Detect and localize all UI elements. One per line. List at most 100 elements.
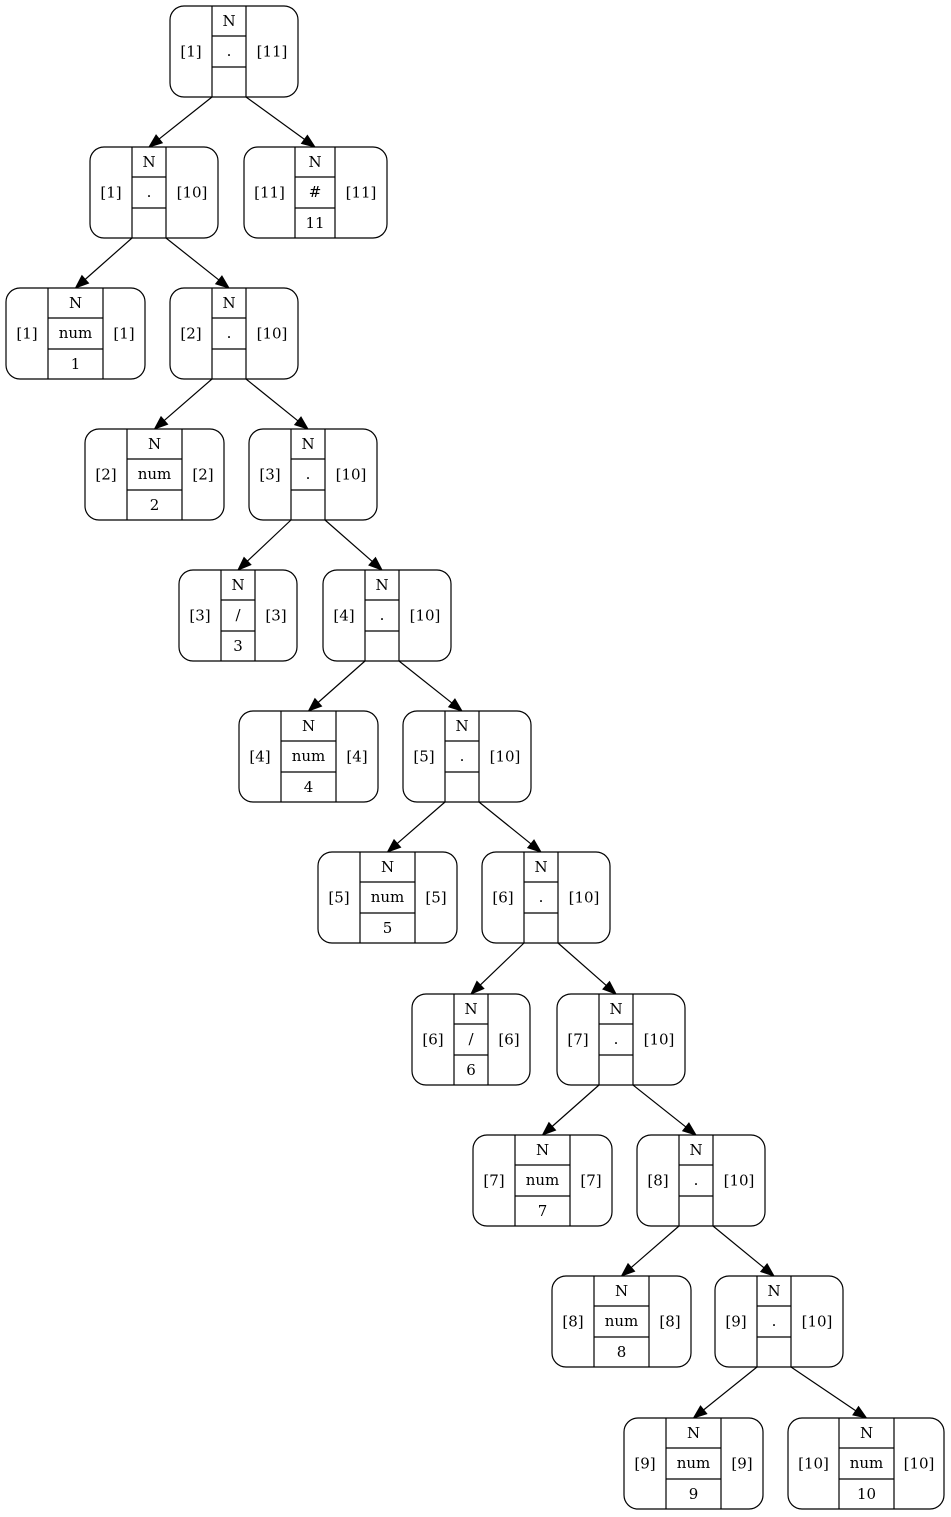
tree-edge	[557, 942, 618, 995]
node-middle-label: num	[605, 1312, 639, 1330]
node-bottom-label: 2	[150, 496, 160, 514]
node-left-label: [7]	[483, 1172, 504, 1190]
arrowhead-icon	[153, 415, 169, 430]
node-right-label: [10]	[569, 889, 600, 907]
arrowhead-icon	[307, 697, 323, 712]
node-right-label: [3]	[265, 607, 286, 625]
node-box	[5, 287, 146, 380]
node-box	[787, 1417, 945, 1510]
node-left-label: [1]	[100, 184, 121, 202]
arrowhead-icon	[541, 1121, 557, 1136]
tree-node: [5][10]N.	[402, 710, 532, 803]
tree-edge	[478, 801, 543, 853]
tree-edge	[620, 1225, 680, 1277]
node-right-label: [10]	[336, 466, 367, 484]
tree-node: [6][6]N/6	[411, 993, 531, 1086]
node-left-label: [2]	[95, 466, 116, 484]
node-middle-label: .	[380, 606, 385, 624]
node-left-label: [3]	[189, 607, 210, 625]
node-top-label: N	[69, 294, 82, 312]
node-box	[169, 287, 299, 380]
node-box	[481, 851, 611, 944]
node-middle-label: num	[526, 1171, 560, 1189]
arrowhead-icon	[602, 980, 618, 995]
node-middle-label: num	[59, 324, 93, 342]
edge-line	[158, 96, 213, 140]
node-box	[623, 1417, 764, 1510]
node-top-label: N	[464, 1000, 477, 1018]
node-bottom-label: 9	[689, 1485, 699, 1503]
node-right-label: [5]	[425, 889, 446, 907]
node-top-label: N	[381, 858, 394, 876]
node-right-label: [10]	[177, 184, 208, 202]
tree-node: [4][10]N.	[322, 569, 452, 662]
tree-node: [6][10]N.	[481, 851, 611, 944]
arrowhead-icon	[620, 1262, 636, 1277]
node-middle-label: .	[460, 747, 465, 765]
node-box	[243, 146, 388, 239]
node-right-label: [11]	[346, 184, 377, 202]
nodes-layer: [1][11]N.[1][10]N.[11][11]N#11[1][1]Nnum…	[5, 5, 945, 1510]
tree-node: [1][10]N.	[89, 146, 219, 239]
tree-edge	[632, 1084, 698, 1136]
node-middle-label: num	[371, 888, 405, 906]
node-top-label: N	[689, 1141, 702, 1159]
tree-node: [2][10]N.	[169, 287, 299, 380]
node-top-label: N	[687, 1424, 700, 1442]
tree-edge	[398, 660, 464, 712]
tree-edge	[74, 237, 133, 289]
arrowhead-icon	[300, 134, 317, 148]
node-right-label: [11]	[257, 43, 288, 61]
node-top-label: N	[536, 1141, 549, 1159]
node-top-label: N	[860, 1424, 873, 1442]
node-left-label: [4]	[333, 607, 354, 625]
node-left-label: [11]	[254, 184, 285, 202]
node-top-label: N	[455, 717, 468, 735]
node-top-label: N	[222, 294, 235, 312]
node-box	[402, 710, 532, 803]
node-box	[551, 1275, 692, 1368]
node-middle-label: num	[292, 747, 326, 765]
edge-line	[163, 378, 213, 421]
node-right-label: [8]	[659, 1313, 680, 1331]
node-top-label: N	[615, 1282, 628, 1300]
node-box	[169, 5, 299, 98]
node-right-label: [6]	[498, 1031, 519, 1049]
edges-layer	[74, 96, 868, 1419]
node-right-label: [4]	[346, 748, 367, 766]
tree-edge	[712, 1225, 776, 1277]
node-left-label: [9]	[725, 1313, 746, 1331]
arrowhead-icon	[147, 134, 164, 148]
tree-edge	[245, 378, 310, 430]
tree-edge	[692, 1366, 758, 1419]
edge-line	[398, 660, 453, 704]
arrowhead-icon	[74, 274, 90, 289]
node-left-label: [2]	[180, 325, 201, 343]
node-top-label: N	[222, 12, 235, 30]
node-top-label: N	[375, 576, 388, 594]
node-middle-label: .	[539, 888, 544, 906]
node-left-label: [9]	[634, 1455, 655, 1473]
node-top-label: N	[231, 576, 244, 594]
node-left-label: [5]	[328, 889, 349, 907]
node-box	[636, 1134, 766, 1227]
node-left-label: [7]	[567, 1031, 588, 1049]
node-left-label: [5]	[413, 748, 434, 766]
node-right-label: [10]	[802, 1313, 833, 1331]
node-right-label: [10]	[724, 1172, 755, 1190]
tree-node: [9][10]N.	[714, 1275, 844, 1368]
arrowhead-icon	[214, 275, 231, 289]
node-top-label: N	[302, 717, 315, 735]
edge-line	[396, 801, 446, 844]
node-middle-label: .	[772, 1312, 777, 1330]
node-box	[178, 569, 298, 662]
tree-node: [8][10]N.	[636, 1134, 766, 1227]
tree-edge	[324, 519, 384, 571]
edge-line	[551, 1084, 600, 1127]
arrowhead-icon	[692, 1405, 708, 1419]
